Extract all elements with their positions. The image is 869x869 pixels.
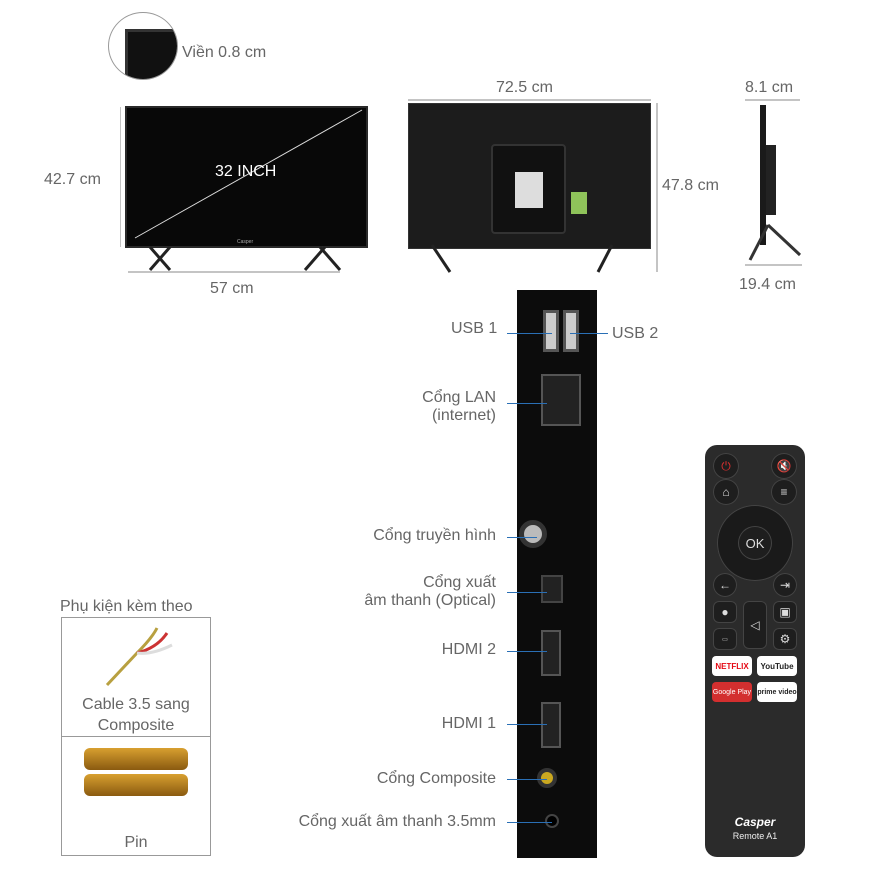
lan-port — [541, 374, 581, 426]
tv-back — [408, 103, 651, 249]
mute-button[interactable]: 🔇 — [771, 453, 797, 479]
battery-label: Pin — [124, 834, 148, 851]
cable-image — [105, 627, 173, 687]
audio35-label: Cổng xuất âm thanh 3.5mm — [298, 813, 496, 830]
hdmi2-port — [541, 630, 561, 676]
side-depth-top-label: 8.1 cm — [745, 79, 794, 96]
front-dimensions — [120, 107, 363, 273]
front-width-label: 57 cm — [210, 280, 254, 297]
side-depth-base-label: 19.4 cm — [739, 276, 796, 293]
usb-port-2 — [563, 310, 579, 352]
ok-button[interactable]: OK — [738, 526, 772, 560]
usb-port-1 — [543, 310, 559, 352]
home-button[interactable]: ⌂ — [713, 479, 739, 505]
netflix-button[interactable]: NETFLIX — [712, 656, 752, 676]
back-button[interactable]: ← — [713, 573, 737, 597]
usb2-label: USB 2 — [612, 325, 659, 342]
back-height-label: 47.8 cm — [662, 177, 719, 194]
front-brand: Casper — [237, 239, 254, 245]
remote-model: Remote A1 — [732, 831, 778, 841]
power-button[interactable]: ⏻ — [713, 453, 739, 479]
port-panel — [517, 290, 597, 858]
front-height-label: 42.7 cm — [44, 171, 101, 188]
accessory-battery: Pin — [62, 738, 210, 856]
composite-port — [537, 768, 557, 788]
youtube-button[interactable]: YouTube — [757, 656, 797, 676]
antenna-port — [519, 520, 547, 548]
settings-button[interactable]: ⚙ — [773, 628, 797, 650]
back-dimensions — [408, 99, 658, 273]
hdmi1-label: HDMI 1 — [441, 715, 496, 732]
back-width-label: 72.5 cm — [496, 79, 553, 96]
optical-port — [541, 575, 563, 603]
prime-video-button[interactable]: prime video — [757, 682, 797, 702]
picture-button[interactable]: ▣ — [773, 601, 797, 623]
volume-rocker[interactable]: ◁ — [743, 601, 767, 649]
audio35-port — [545, 814, 559, 828]
usb1-label: USB 1 — [451, 320, 498, 337]
antenna-label: Cổng truyền hình — [373, 527, 496, 544]
composite-label: Cổng Composite — [376, 770, 496, 787]
input-button[interactable]: ⇥ — [773, 573, 797, 597]
bezel-detail — [108, 12, 178, 80]
remote-brand: Casper — [734, 815, 776, 829]
menu-button[interactable]: ≡ — [771, 479, 797, 505]
remote: ⏻ 🔇 ⌂ ≡ OK ← ⇥ ● ◁ ▣ ▭ ⚙ NETFLIX YouTube… — [705, 445, 805, 857]
tv-side — [745, 99, 802, 266]
accessories-title: Phụ kiện kèm theo — [60, 598, 193, 615]
hdmi2-label: HDMI 2 — [441, 641, 496, 658]
google-play-button[interactable]: Google Play — [712, 682, 752, 702]
diagonal-label: 32 INCH — [215, 163, 277, 180]
smart-button[interactable]: ▭ — [713, 628, 737, 650]
hdmi1-port — [541, 702, 561, 748]
assistant-button[interactable]: ● — [713, 601, 737, 623]
bezel-label: Viền 0.8 cm — [182, 44, 267, 61]
lan-label: Cổng LAN(internet) — [422, 389, 496, 424]
